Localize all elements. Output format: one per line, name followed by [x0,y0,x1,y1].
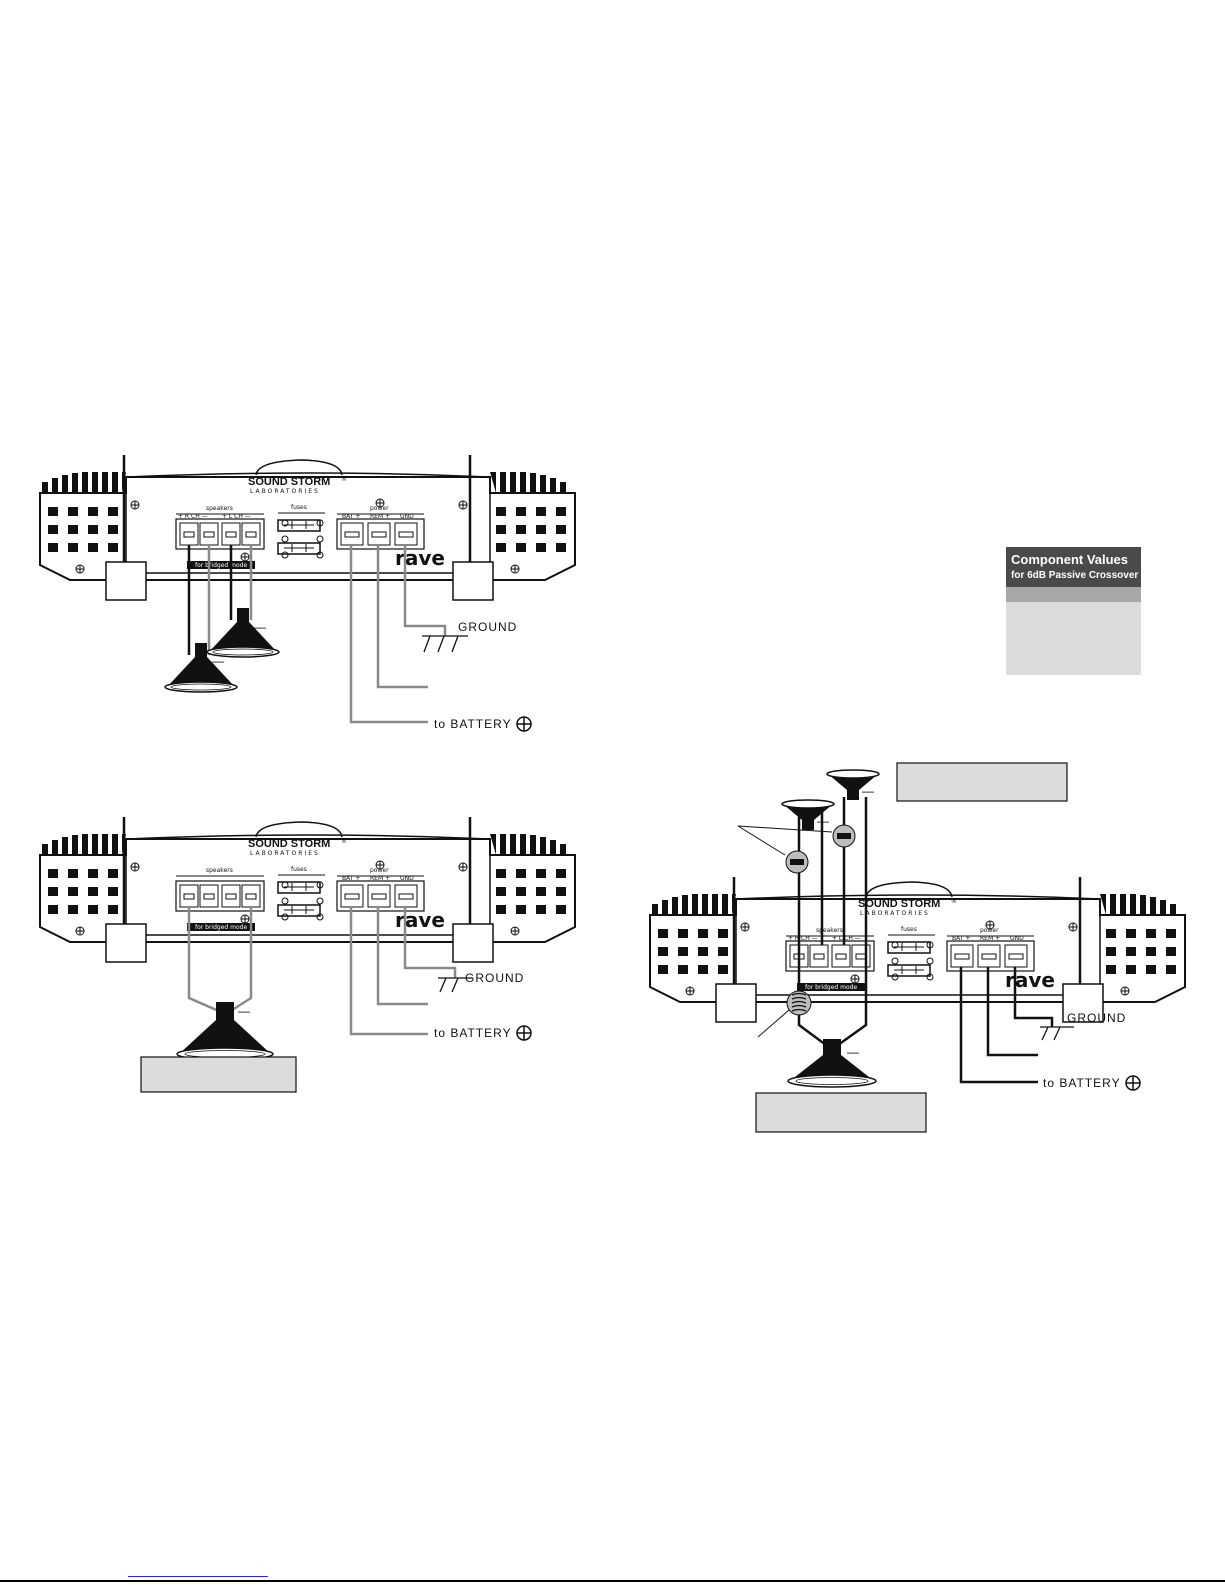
ground-symbol-2 [438,977,472,993]
battery-plus-icon-3 [1125,1075,1141,1091]
wires-3 [797,797,1054,1084]
svg-text:power: power [370,867,389,874]
capacitor-icon-2 [832,824,856,848]
svg-text:fuses: fuses [901,926,917,933]
inductor-icon [786,990,812,1016]
ground-symbol-1 [422,635,468,653]
speaker-icon-2 [176,1002,274,1061]
svg-text:power: power [370,505,389,512]
svg-text:power: power [980,927,999,934]
svg-text:—: — [862,784,875,798]
svg-text:LABORATORIES: LABORATORIES [250,850,320,857]
svg-text:SOUND STORM: SOUND STORM [248,838,330,850]
panel-subtitle: for 6dB Passive Crossover [1011,570,1138,581]
rave-logo: rave [395,546,445,570]
capacitor-icon-1 [785,850,809,874]
speaker-icon-1b [206,607,280,658]
svg-text:®: ® [951,898,957,905]
battery-label-3: to BATTERY [1043,1076,1121,1090]
ground-label-2: GROUND [465,971,524,985]
svg-text:LABORATORIES: LABORATORIES [250,488,320,495]
svg-text:for bridged mode: for bridged mode [805,984,857,991]
svg-text:for bridged mode: for bridged mode [195,562,247,569]
caption-box-2 [140,1056,297,1093]
svg-text:speakers: speakers [816,927,843,934]
caption-box-3b [755,1092,927,1133]
footer-link-underline [128,1576,268,1577]
pointer-line-coil [757,1009,790,1038]
wires-2 [187,907,457,1036]
svg-text:—: — [847,1045,860,1059]
svg-text:®: ® [341,476,347,483]
svg-text:rave: rave [1005,968,1055,992]
svg-text:REM +: REM + [370,513,390,520]
svg-text:—: — [254,620,267,634]
svg-text:fuses: fuses [291,504,307,511]
svg-text:—: — [212,654,225,668]
svg-text:GND: GND [400,875,414,882]
svg-text:GND: GND [400,513,414,520]
svg-text:rave: rave [395,908,445,932]
svg-text:for bridged mode: for bridged mode [195,924,247,931]
panel-title: Component Values [1011,552,1128,567]
svg-text:LABORATORIES: LABORATORIES [860,910,930,917]
battery-label-1: to BATTERY [434,717,512,731]
svg-text:REM +: REM + [370,875,390,882]
svg-text:+ L CH —: + L CH — [832,935,861,942]
brand-label: SOUND STORM [248,476,330,488]
amplifier-1: SOUND STORM ® LABORATORIES speakers fuse… [38,453,577,602]
component-values-panel: Component Values for 6dB Passive Crossov… [1006,547,1141,675]
amplifier-3: SOUND STORM ® LABORATORIES speakers fuse… [648,875,1187,1024]
svg-text:BAT +: BAT + [342,513,360,520]
svg-text:speakers: speakers [206,867,233,874]
svg-text:—: — [817,814,830,828]
battery-label-2: to BATTERY [434,1026,512,1040]
svg-text:speakers: speakers [206,505,233,512]
battery-plus-icon-2 [516,1025,532,1041]
woofer-icon-3 [787,1039,877,1088]
svg-text:fuses: fuses [291,866,307,873]
svg-text:GND: GND [1010,935,1024,942]
svg-text:+ L CH —: + L CH — [222,513,251,520]
ground-symbol-3 [1040,1026,1074,1041]
svg-text:SOUND STORM: SOUND STORM [858,898,940,910]
wires-1 [187,545,447,724]
svg-text:BAT +: BAT + [952,935,970,942]
svg-text:®: ® [341,838,347,845]
caption-box-3a [896,762,1068,802]
ground-label-3: GROUND [1067,1011,1126,1025]
battery-plus-icon-1 [516,716,532,732]
svg-text:REM +: REM + [980,935,1000,942]
svg-text:+ R CH —: + R CH — [178,513,208,520]
svg-text:BAT +: BAT + [342,875,360,882]
svg-text:—: — [238,1004,251,1018]
amplifier-2: SOUND STORM ® LABORATORIES speakers fuse… [38,815,577,964]
svg-text:+ R CH —: + R CH — [788,935,818,942]
page-bottom-rule [0,1580,1225,1582]
pointer-lines-caps [737,825,833,856]
ground-label-1: GROUND [458,620,517,634]
